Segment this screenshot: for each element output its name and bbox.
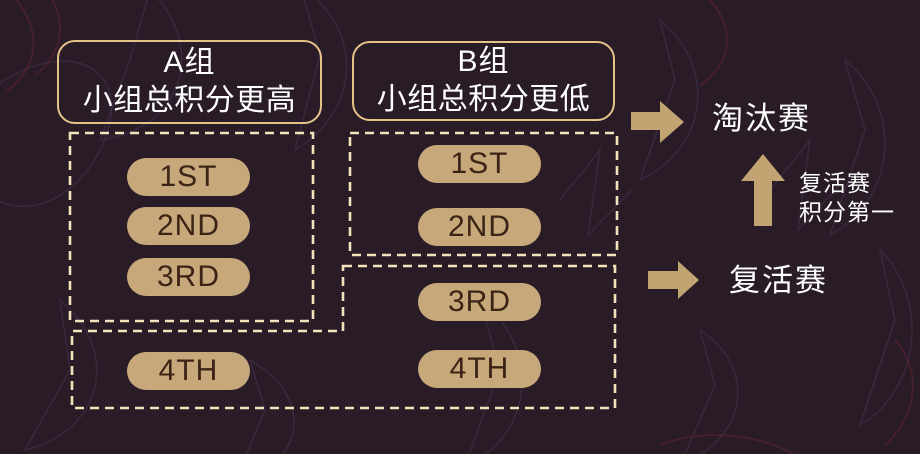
group-a-rank-2nd-pill: 2ND — [127, 207, 250, 245]
group-b-title: B组 — [457, 45, 510, 78]
revival-note-line2: 积分第一 — [799, 199, 895, 225]
group-a-rank-4th-pill: 4TH — [127, 352, 250, 390]
knockout-stage-label: 淘汰赛 — [712, 101, 811, 136]
group-a-knockout-zone — [68, 131, 315, 323]
group-a-rank-1st-pill: 1ST — [127, 158, 250, 196]
arrow-right-icon — [631, 101, 684, 143]
group-a-rank-3rd-pill: 3RD — [127, 258, 250, 296]
revival-stage-label: 复活赛 — [729, 263, 828, 298]
group-b-rank-2nd-pill: 2ND — [418, 208, 541, 246]
group-b-rank-1st-pill: 1ST — [418, 145, 541, 183]
group-a-header: A组 小组总积分更高 — [57, 40, 322, 124]
group-b-rank-4th-pill: 4TH — [418, 350, 541, 388]
revival-note-line1: 复活赛 — [799, 170, 871, 196]
group-b-rank-3rd-pill: 3RD — [418, 283, 541, 321]
arrow-right-icon — [648, 261, 699, 299]
group-b-header: B组 小组总积分更低 — [352, 41, 615, 121]
arrow-up-icon — [741, 154, 785, 226]
group-a-title: A组 — [163, 46, 216, 79]
revival-points-first-note: 复活赛 积分第一 — [799, 169, 895, 227]
revival-zone — [70, 264, 617, 410]
group-a-subtitle: 小组总积分更高 — [82, 84, 297, 117]
group-b-subtitle: 小组总积分更低 — [376, 83, 591, 116]
